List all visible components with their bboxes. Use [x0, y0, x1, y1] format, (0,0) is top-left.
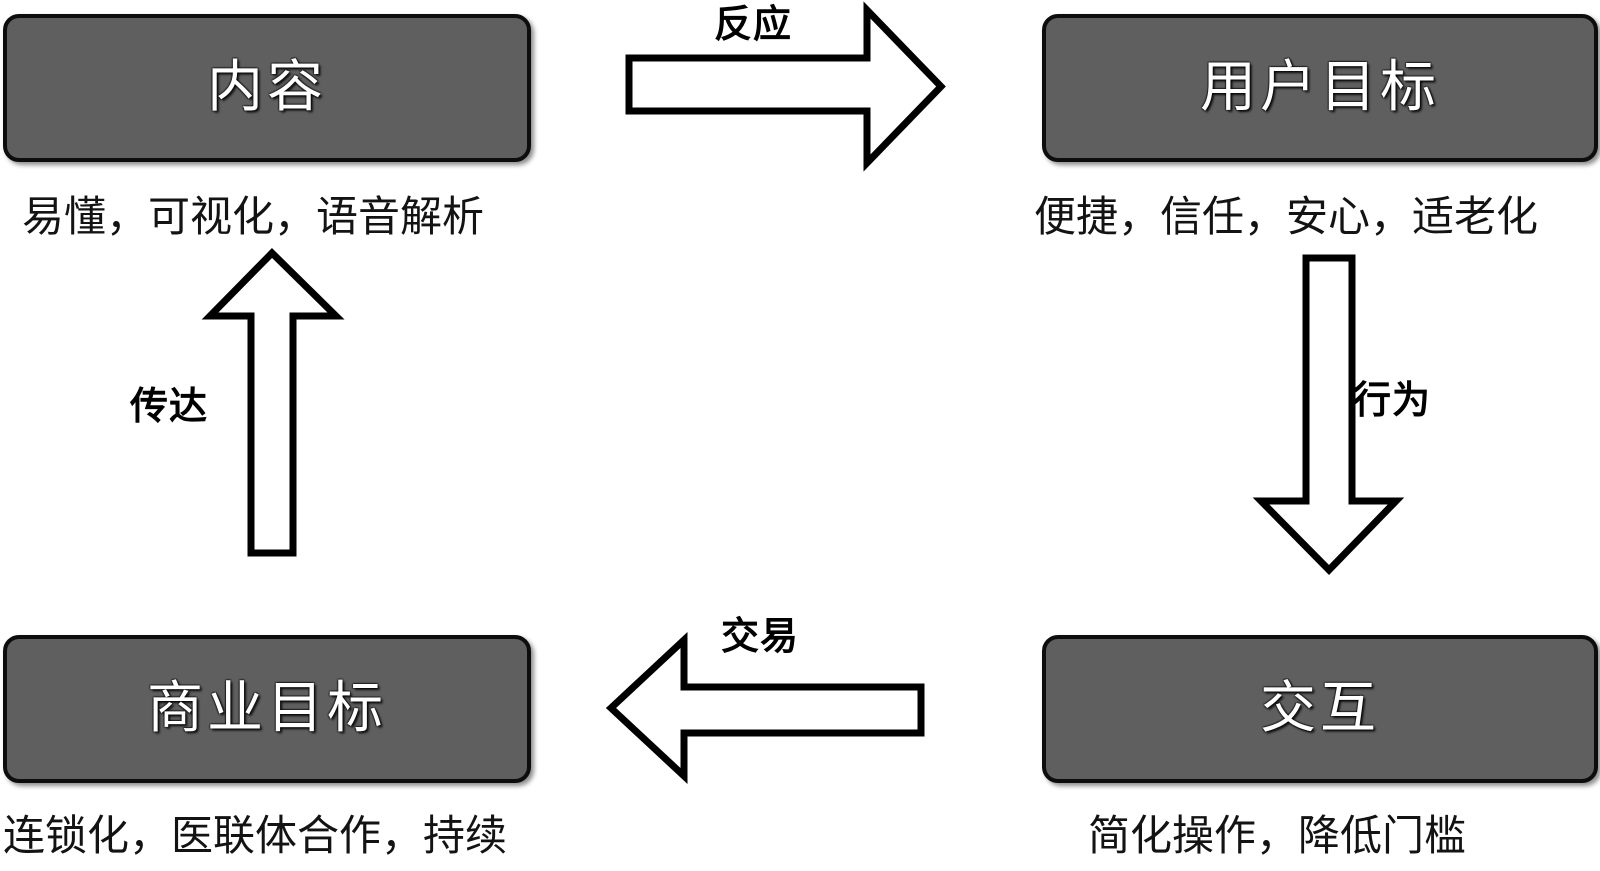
- node-caption-content: 易懂，可视化，语音解析: [22, 192, 485, 241]
- arrow-label-response: 反应: [714, 2, 793, 46]
- node-box-content[interactable]: 内容: [3, 14, 531, 162]
- node-label-business-goal: 商业目标: [147, 676, 387, 741]
- node-label-user-goal: 用户目标: [1200, 55, 1440, 120]
- node-box-user-goal[interactable]: 用户目标: [1042, 14, 1598, 162]
- arrow-label-transaction: 交易: [721, 614, 800, 658]
- block-arrow-up-icon: [201, 248, 345, 557]
- arrow-label-behavior: 行为: [1353, 378, 1432, 422]
- node-caption-business-goal: 连锁化，医联体合作，持续: [3, 811, 508, 860]
- node-label-content: 内容: [207, 55, 327, 120]
- arrow-label-convey: 传达: [130, 384, 209, 428]
- node-caption-user-goal: 便捷，信任，安心，适老化: [1034, 192, 1539, 241]
- block-arrow-left-icon: [605, 631, 925, 785]
- block-arrow-down-icon: [1252, 254, 1405, 576]
- node-box-interaction[interactable]: 交互: [1042, 635, 1598, 783]
- block-arrow-right-icon: [625, 1, 946, 172]
- node-caption-interaction: 简化操作，降低门槛: [1088, 811, 1467, 860]
- node-label-interaction: 交互: [1260, 676, 1380, 741]
- node-box-business-goal[interactable]: 商业目标: [3, 635, 531, 783]
